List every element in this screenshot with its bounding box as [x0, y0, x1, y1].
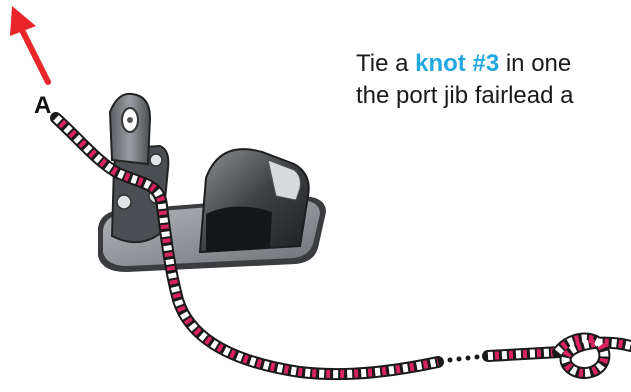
cam-cleat-icon	[200, 149, 309, 252]
instruction-line-2: the port jib fairlead a	[356, 80, 631, 112]
instruction-suffix: in one	[499, 50, 571, 77]
instruction-prefix: Tie a	[356, 50, 415, 77]
point-a-label: A	[34, 92, 51, 120]
instruction-line-1: Tie a knot #3 in one	[356, 48, 631, 80]
instruction-text: Tie a knot #3 in one the port jib fairle…	[356, 48, 631, 112]
knot-reference-link: knot #3	[415, 50, 499, 77]
pull-arrow-icon	[10, 6, 48, 82]
knot-icon	[558, 339, 631, 374]
